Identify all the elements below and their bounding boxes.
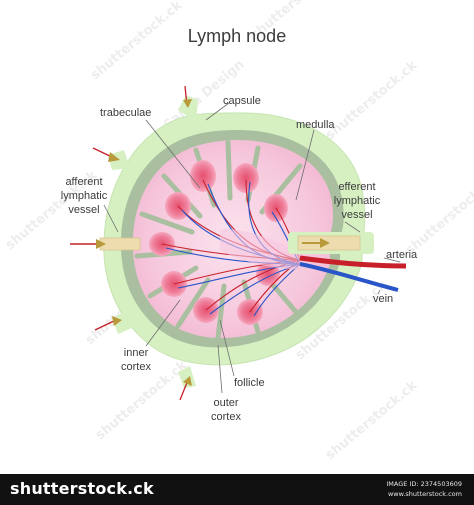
afferent-lymphatic-vessels [70, 85, 192, 401]
label-medulla: medulla [296, 119, 335, 131]
label-trabeculae: trabeculae [100, 107, 151, 119]
watermark-text: shutterstock.ck [403, 173, 474, 258]
label-arteria: arteria [386, 249, 418, 261]
follicle-node [190, 160, 216, 192]
site-url-text: www.shutterstock.com [387, 490, 462, 498]
label-outer-cortex-line2: cortex [211, 411, 241, 423]
label-follicle: follicle [234, 377, 265, 389]
label-afferent-line3: vessel [68, 204, 99, 216]
medulla-core [220, 229, 300, 270]
label-inner-cortex-line2: cortex [121, 361, 151, 373]
image-id-text: IMAGE ID: 2374503609 [386, 480, 462, 488]
label-efferent-line3: vessel [341, 209, 372, 221]
stock-meta: IMAGE ID: 2374503609 www.shutterstock.co… [386, 479, 462, 499]
stock-footer-bar: shutterstock.ck IMAGE ID: 2374503609 www… [0, 474, 474, 505]
artery-vessel [299, 255, 407, 269]
watermark-text: shutterstock.ck [323, 378, 421, 463]
watermark-text: shutterstock.ck [88, 0, 186, 83]
hilum-vessels [299, 255, 407, 292]
label-efferent-line1: efferent [338, 181, 375, 193]
follicle-node [233, 163, 259, 193]
label-inner-cortex-line1: inner [124, 347, 149, 359]
stock-brand-logo: shutterstock.ck [10, 479, 154, 498]
label-afferent-line2: lymphatic [61, 190, 108, 202]
label-outer-cortex-line1: outer [213, 397, 238, 409]
diagram-title: Lymph node [188, 26, 286, 46]
label-vein: vein [373, 293, 393, 305]
label-efferent-line2: lymphatic [334, 195, 381, 207]
diagram-canvas: shutterstock.ck shutterstock.ck shutters… [3, 0, 474, 463]
watermark-text: shutterstock.ck [323, 58, 421, 143]
label-capsule: capsule [223, 95, 261, 107]
vein-vessel [299, 262, 399, 292]
label-afferent-line1: afferent [65, 176, 102, 188]
efferent-lymphatic-vessel [288, 232, 374, 254]
leader-lines [103, 102, 401, 394]
